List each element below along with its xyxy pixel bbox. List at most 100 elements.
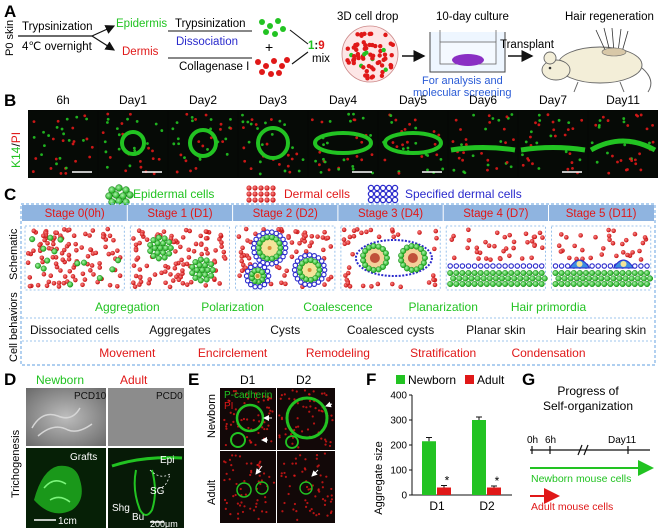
epidermal-cell	[647, 275, 654, 282]
epidermal-cell	[161, 254, 168, 261]
arrow-to-epidermis	[91, 25, 116, 37]
dermal-cell	[221, 249, 227, 255]
pi-nucleus	[296, 417, 299, 420]
dissociated-epidermal-cells	[259, 18, 286, 37]
drop-cell	[369, 65, 374, 70]
epidermal-cell	[447, 281, 454, 288]
tile-cell	[529, 135, 532, 139]
legend-epidermal-cell	[108, 186, 116, 194]
dermal-cell	[474, 245, 480, 251]
tile-cell	[463, 171, 467, 175]
tile-cell	[277, 163, 281, 166]
tile-cell	[249, 122, 253, 126]
significance-star: *	[495, 474, 500, 488]
specified-dermal-cell	[292, 271, 299, 278]
pi-nucleus	[254, 505, 258, 508]
cyst-core	[307, 268, 312, 272]
p0-skin-label: P0 skin	[4, 20, 16, 56]
legend-dermal-cell	[270, 185, 276, 191]
tile-cell	[633, 158, 637, 162]
tile-cell	[435, 153, 439, 157]
tile-cell	[49, 167, 53, 170]
tile-cell	[64, 166, 68, 170]
stage-schematic	[235, 225, 336, 291]
drop-cell	[381, 47, 386, 53]
pi-nucleus	[295, 390, 298, 393]
dermal-cell	[51, 241, 56, 247]
pi-nucleus	[321, 481, 324, 484]
epidermis-label: Epidermis	[116, 18, 167, 30]
dermal-cell	[529, 255, 534, 261]
dermal-cell	[159, 270, 164, 276]
dermal-cell	[593, 234, 598, 240]
tile-cell	[74, 159, 77, 163]
dermal-cell	[320, 235, 326, 240]
tile-cell	[327, 168, 331, 172]
drop-cell	[368, 52, 373, 57]
dermal-cell	[27, 275, 33, 280]
dermal-cell	[620, 241, 625, 247]
epidermal-cell	[619, 281, 626, 288]
tile-cell	[648, 141, 651, 145]
dermal-cell	[239, 268, 245, 274]
dermal-cell	[276, 265, 282, 271]
pi-nucleus	[303, 389, 307, 392]
tile-cell	[219, 122, 223, 126]
tile-cell	[67, 138, 71, 142]
dermal-cell	[432, 246, 437, 252]
pi-nucleus	[278, 434, 281, 437]
pi-nucleus	[284, 433, 287, 436]
tile-cell	[406, 140, 409, 144]
dermal-cell	[180, 235, 186, 240]
dermal-legend-icon	[246, 185, 276, 203]
dermal-cell	[203, 283, 209, 288]
legend-specified-cell	[385, 190, 393, 198]
pi-nucleus	[288, 485, 291, 488]
dermal-cell	[203, 236, 209, 241]
schematic-boxes	[24, 225, 654, 291]
epidermal-cell	[561, 275, 568, 282]
dermal-cell	[532, 234, 538, 240]
pi-nucleus	[246, 397, 250, 400]
scale-right-label: 200μm	[150, 519, 178, 529]
epidermal-cell	[532, 270, 539, 277]
hair-regeneration-label: Hair regeneration	[565, 11, 654, 23]
tile-cell	[537, 123, 541, 127]
k14-label: K14	[9, 146, 23, 168]
dermal-cell	[172, 266, 178, 271]
dermal-cell	[637, 248, 642, 254]
legend-specified-label: Specified dermal cells	[405, 187, 522, 201]
tile-cell	[527, 158, 531, 162]
tile-cell	[383, 158, 387, 162]
epidermal-cell	[259, 269, 266, 276]
pi-nucleus	[234, 393, 237, 396]
dermal-cell	[46, 279, 52, 285]
pi-nucleus	[278, 436, 281, 439]
timepoint-tile	[239, 111, 307, 177]
dermal-cell	[558, 249, 564, 254]
epidermal-cell	[375, 266, 382, 273]
specified-dermal-cell	[638, 263, 644, 269]
legend-dermal-label: Dermal cells	[284, 187, 350, 201]
tile-cell	[459, 128, 462, 131]
specified-dermal-cell	[277, 233, 283, 239]
timepoint-tile	[519, 111, 587, 177]
bar	[472, 420, 486, 495]
pi-nucleus	[250, 462, 253, 465]
tile-cell	[452, 168, 456, 172]
specified-dermal-cell	[257, 262, 263, 269]
pi-nucleus	[263, 437, 266, 440]
tile-cell	[590, 141, 594, 145]
tile-cell	[349, 119, 352, 123]
bar	[422, 441, 436, 495]
dermal-cell	[601, 246, 606, 251]
epidermal-cell	[362, 247, 369, 254]
pi-nucleus	[296, 518, 299, 521]
stage-labels: Stage 0(0h)Stage 1 (D1)Stage 2 (D2)Stage…	[45, 205, 637, 221]
epidermal-cell	[465, 270, 472, 277]
pi-nucleus	[261, 426, 264, 429]
specified-dermal-cell	[321, 262, 327, 269]
tile-cell	[225, 152, 229, 156]
dermal-cell	[27, 283, 33, 289]
epidermal-cell	[625, 270, 632, 277]
